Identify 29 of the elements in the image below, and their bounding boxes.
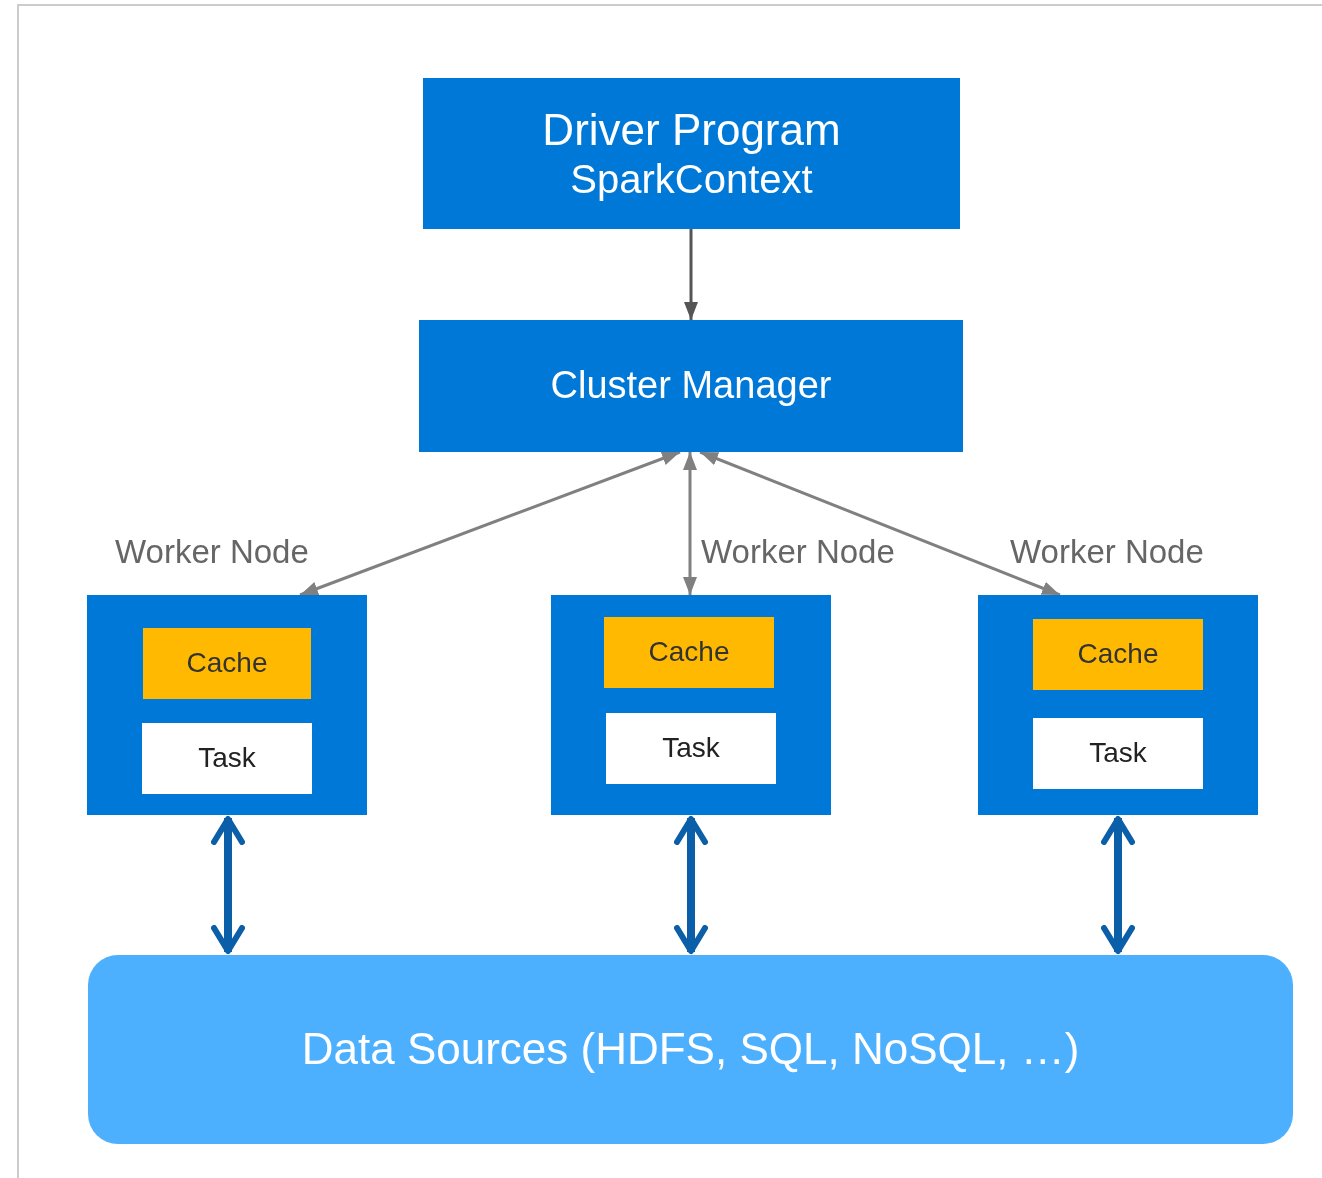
node-title: Task (662, 732, 720, 765)
cache-box (604, 617, 774, 688)
node-title: Cache (648, 636, 730, 669)
node-title: Driver Program (542, 105, 841, 156)
node-subtitle: SparkContext (570, 155, 813, 202)
node-title: Cache (1077, 638, 1159, 671)
arrow (699, 450, 1061, 597)
node-title: Task (198, 742, 256, 775)
task-box (142, 723, 312, 794)
node-title: Cache (186, 647, 268, 680)
arrow (674, 816, 708, 954)
data-source-box (88, 955, 1293, 1144)
arrow (299, 450, 681, 597)
node-title: Task (1089, 737, 1147, 770)
arrow (684, 229, 698, 320)
node-title: Worker Node (1010, 533, 1204, 571)
arrow (1101, 816, 1135, 954)
driver-box (423, 78, 960, 229)
arrow (211, 816, 245, 954)
arrow (683, 452, 697, 595)
manager-box (419, 320, 963, 452)
cache-box (1033, 619, 1203, 690)
cache-box (143, 628, 311, 699)
task-box (606, 713, 776, 784)
node-title: Worker Node (701, 533, 895, 571)
node-title: Data Sources (HDFS, SQL, NoSQL, …) (301, 1024, 1080, 1075)
node-title: Worker Node (115, 533, 309, 571)
task-box (1033, 718, 1203, 789)
node-title: Cluster Manager (550, 364, 832, 408)
